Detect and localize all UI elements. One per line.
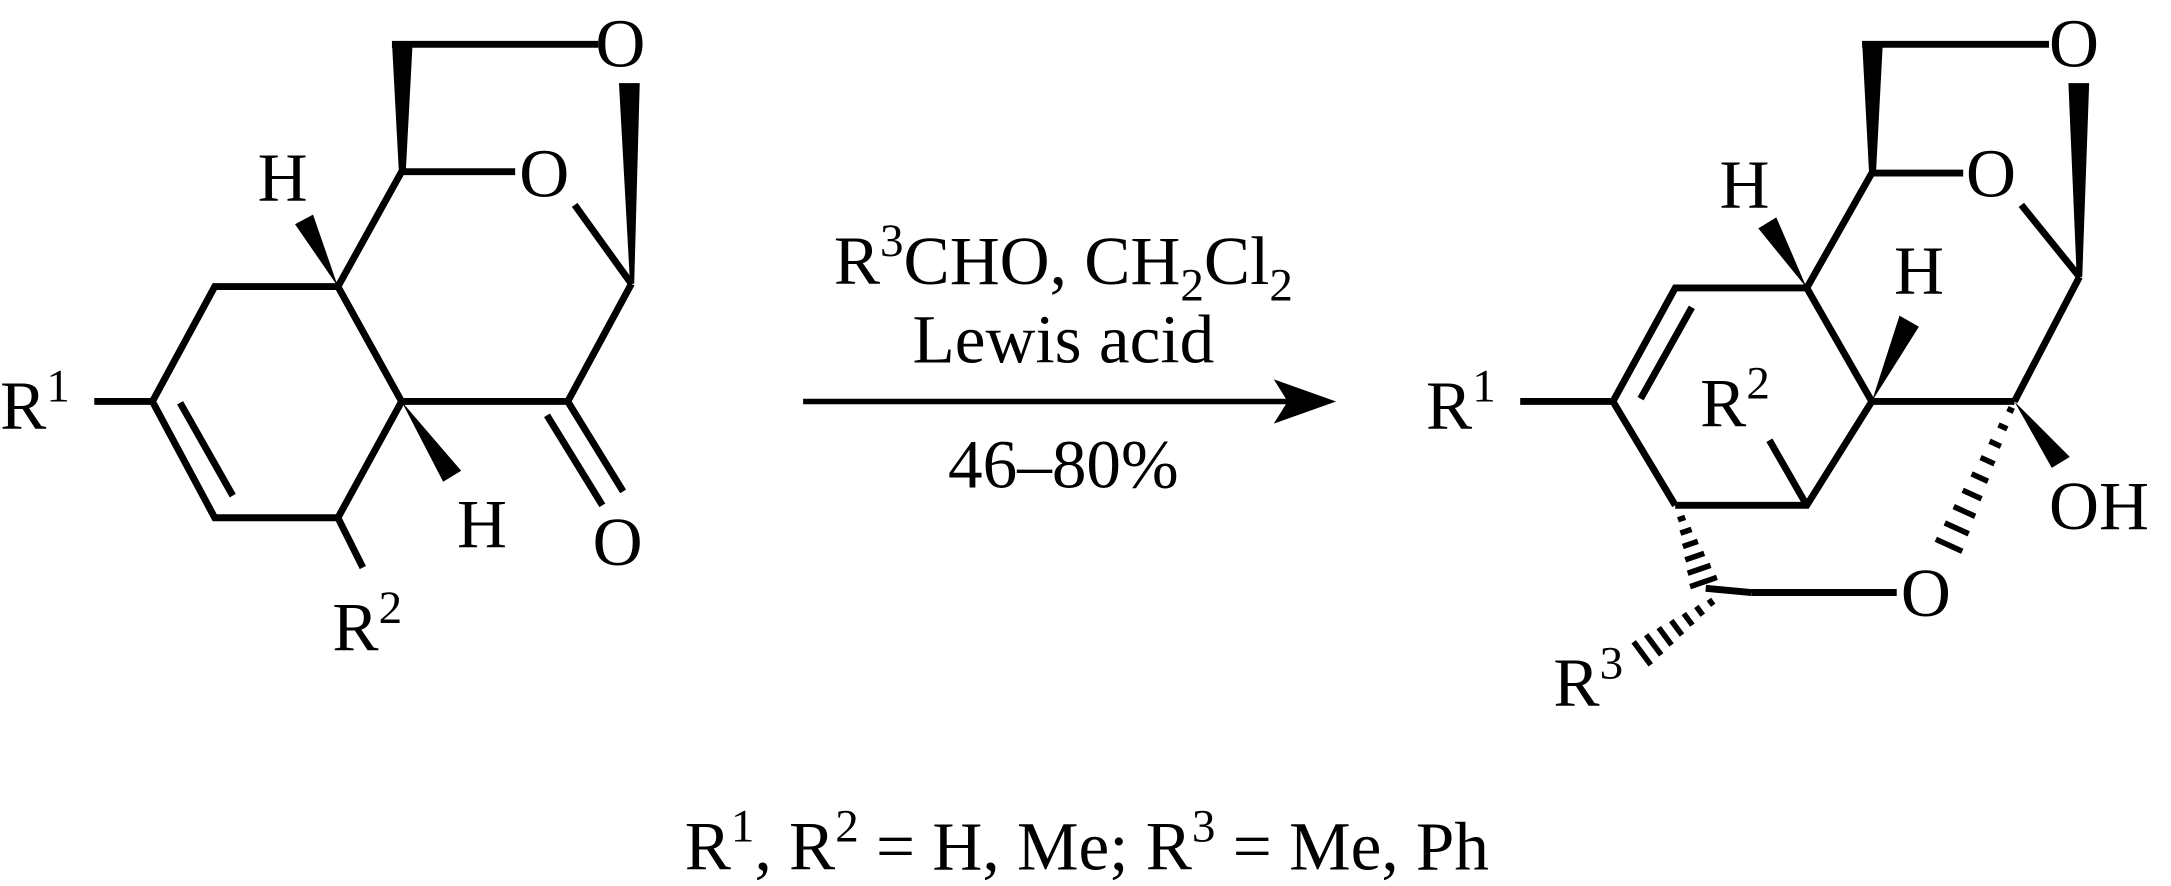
wedge-bond xyxy=(618,83,640,284)
bond xyxy=(571,202,635,286)
hash-line xyxy=(1943,520,1970,537)
bond xyxy=(1705,584,1752,596)
hash-line xyxy=(1689,574,1718,590)
hashed-bond xyxy=(1677,514,1718,590)
bond xyxy=(2018,202,2083,280)
hash-line xyxy=(1706,597,1716,607)
reactant-r2-label: R2 xyxy=(332,582,402,666)
product-o-ring: O xyxy=(1966,135,2016,212)
product-oh-label: OH xyxy=(2049,467,2149,544)
double-bond-inner xyxy=(177,401,236,498)
hash-line xyxy=(1631,640,1653,667)
hash-line xyxy=(1970,471,1990,484)
ring-bonds xyxy=(149,283,406,522)
hash-line xyxy=(1988,438,2003,449)
hash-line xyxy=(1681,611,1695,627)
hash-line xyxy=(1669,618,1685,637)
hash-line xyxy=(1679,526,1693,536)
hash-line xyxy=(1686,562,1712,576)
reactant-structure: R1 H O O O H R2 xyxy=(0,4,645,665)
reaction-arrow-head xyxy=(1273,379,1337,424)
conditions-reagents: R3CHO, CH2Cl2 xyxy=(834,215,1293,311)
hash-line xyxy=(1684,550,1706,563)
ketone-double-bond xyxy=(564,399,627,494)
hash-line xyxy=(1979,455,1996,467)
reactant-o-ketone: O xyxy=(593,503,643,580)
product-r2-label: R2 xyxy=(1700,358,1770,442)
bond xyxy=(1766,438,1810,508)
bond xyxy=(2011,275,2083,404)
wedge-bond xyxy=(2014,401,2070,468)
product-r3-label: R3 xyxy=(1553,637,1623,721)
wedge-bond xyxy=(401,401,462,482)
reactant-h-bottom: H xyxy=(457,485,507,562)
conditions-catalyst: Lewis acid xyxy=(913,301,1215,378)
substituent-footnote: R1, R2 = H, Me; R3 = Me, Ph xyxy=(685,801,1489,885)
product-h-right: H xyxy=(1894,231,1944,308)
double-bond-inner xyxy=(1637,305,1695,401)
reactant-o-bridge-top: O xyxy=(595,4,645,81)
hash-line xyxy=(2006,405,2015,414)
hash-line xyxy=(1694,604,1706,617)
wedge-bond xyxy=(1758,217,1807,288)
hash-line xyxy=(1952,504,1977,519)
wedge-bond xyxy=(1871,315,1919,402)
hashed-bond xyxy=(1631,597,1716,667)
wedge-bond xyxy=(2068,83,2090,277)
wedge-bond xyxy=(295,214,338,287)
product-o-lower: O xyxy=(1901,554,1951,631)
hash-line xyxy=(1961,487,1983,502)
bond xyxy=(1803,171,1875,290)
hash-line xyxy=(1656,626,1674,647)
bond xyxy=(334,169,405,289)
hash-line xyxy=(1997,422,2009,432)
hash-line xyxy=(1677,514,1687,523)
product-r1-label: R1 xyxy=(1426,360,1496,444)
hash-line xyxy=(1643,633,1664,657)
hashed-bond xyxy=(1934,405,2015,554)
wedge-bond xyxy=(391,41,413,172)
hash-line xyxy=(1934,536,1964,554)
reactant-h-top: H xyxy=(258,139,308,216)
wedge-bond xyxy=(1862,41,1883,174)
ketone-double-bond xyxy=(544,413,606,508)
product-structure: R1 H O O H R2 OH O R3 xyxy=(1426,4,2149,721)
bond xyxy=(564,282,635,404)
reactant-r1-label: R1 xyxy=(0,360,70,444)
reaction-conditions: R3CHO, CH2Cl2 Lewis acid 46–80% xyxy=(803,215,1337,502)
product-o-bridge-top: O xyxy=(2049,4,2099,81)
reactant-o-ring: O xyxy=(519,135,569,212)
hash-line xyxy=(1681,538,1699,550)
conditions-yield: 46–80% xyxy=(948,425,1179,502)
bond xyxy=(334,516,366,570)
product-h-left: H xyxy=(1720,146,1770,223)
